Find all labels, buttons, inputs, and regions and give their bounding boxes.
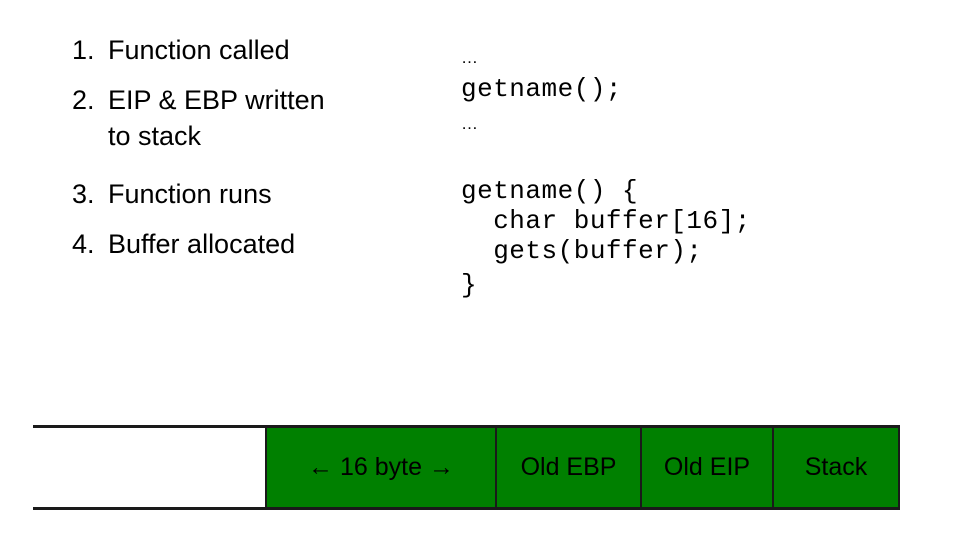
list-item-label: Buffer allocated — [108, 229, 296, 259]
list-item-label: EIP & EBP written to stack — [108, 85, 325, 151]
code-line-function-open: getname() { — [461, 176, 639, 206]
stack-layout-diagram: ← 16 byte → Old EBP Old EIP Stack — [33, 425, 900, 510]
list-item-number: 1. — [72, 35, 95, 65]
stack-cell-empty — [33, 428, 267, 507]
list-item: 1. Function called — [72, 32, 452, 68]
list-item: 3. Function runs — [72, 176, 452, 212]
stack-cell-buffer: ← 16 byte → — [265, 428, 497, 507]
stack-cell-old-eip: Old EIP — [640, 428, 774, 507]
code-line-function-call: getname(); — [461, 74, 623, 104]
list-item-number: 2. — [72, 85, 95, 115]
code-line-ellipsis-top: … — [461, 48, 478, 67]
list-item: 2. EIP & EBP written to stack — [72, 82, 452, 154]
list-item: 4. Buffer allocated — [72, 226, 452, 262]
steps-list: 1. Function called 2. EIP & EBP written … — [72, 32, 452, 276]
list-item-label: Function called — [108, 35, 290, 65]
code-line-function-close: } — [461, 270, 478, 300]
code-listing: … getname(); … getname() { char buffer[1… — [461, 40, 931, 300]
list-item-number: 3. — [72, 179, 95, 209]
code-line-gets-call: gets(buffer); — [461, 236, 703, 266]
code-line-buffer-declaration: char buffer[16]; — [461, 206, 751, 236]
list-item-label: Function runs — [108, 179, 272, 209]
code-line-ellipsis-bottom: … — [461, 114, 478, 133]
stack-cell-old-ebp: Old EBP — [495, 428, 642, 507]
stack-cell-stack: Stack — [772, 428, 900, 507]
list-item-number: 4. — [72, 229, 95, 259]
